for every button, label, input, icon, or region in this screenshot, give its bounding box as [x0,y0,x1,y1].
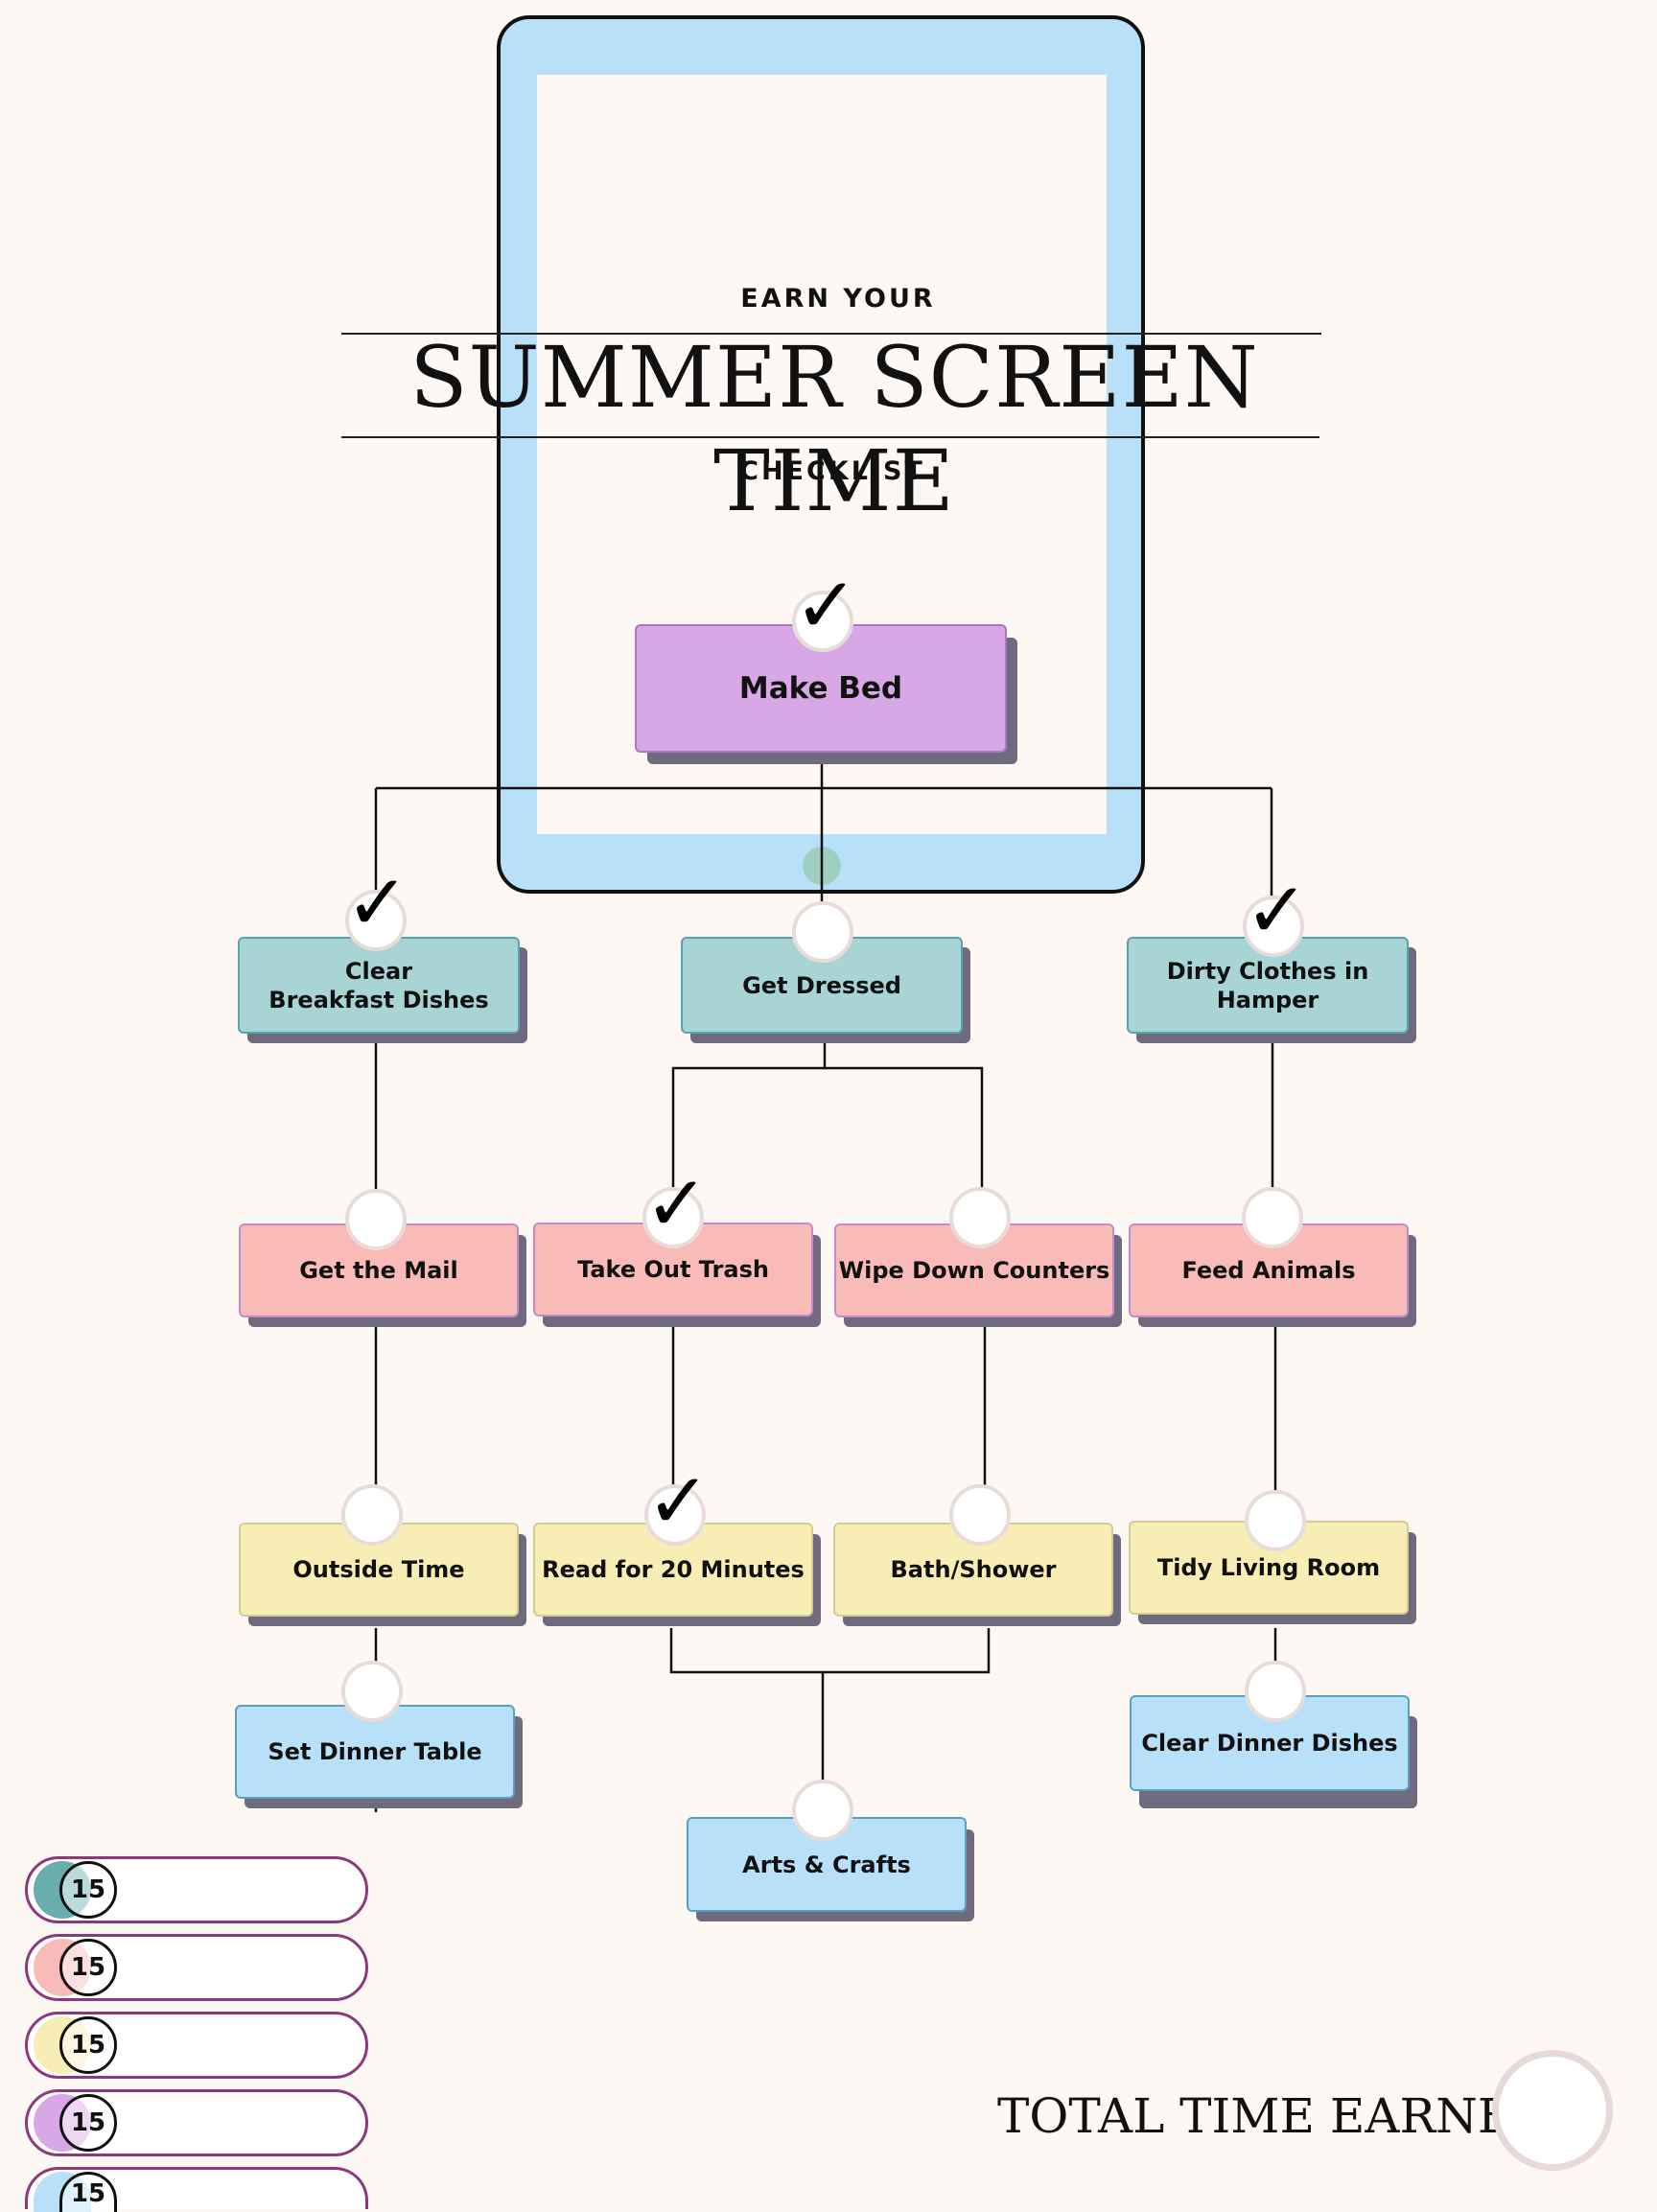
chore-label: Tidy Living Room [1156,1554,1381,1581]
checkbox-read-for-20-minutes[interactable] [644,1484,706,1546]
page-title: SUMMER SCREEN TIME [409,328,1259,530]
timer-icon: 15 [59,1861,117,1919]
checkbox-get-the-mail[interactable] [345,1189,407,1250]
timer-icon: 15 [59,1939,117,1996]
checkbox-clear-breakfast-dishes[interactable] [345,890,407,951]
chore-label: Take Out Trash [577,1256,769,1283]
chore-label: Clear Breakfast Dishes [268,957,489,1013]
checkmark-icon: ✓ [794,561,859,650]
chore-label: Get Dressed [742,971,901,999]
chore-make-bed[interactable]: Make Bed [635,624,1007,753]
title-rule-bottom [341,436,1319,438]
chore-label: Bath/Shower [890,1556,1057,1583]
checkbox-get-dressed[interactable] [792,901,853,963]
checkbox-feed-animals[interactable] [1242,1187,1303,1248]
checkmark-icon: ✓ [644,1159,710,1248]
legend-minutes: 15 [70,1875,106,1904]
chore-label: Feed Animals [1181,1257,1356,1284]
chore-label: Clear Dinner Dishes [1141,1730,1398,1757]
chore-label: Dirty Clothes in Hamper [1166,957,1369,1013]
checkbox-outside-time[interactable] [341,1484,403,1546]
chore-label: Get the Mail [299,1257,458,1284]
checkbox-dirty-clothes-in-hamper[interactable] [1243,896,1304,957]
checkmark-icon: ✓ [345,858,410,947]
timer-icon: 15 [59,2016,117,2074]
legend-yellow: 15 [25,2012,368,2079]
checkbox-bath-shower[interactable] [949,1484,1011,1546]
chore-label: Read for 20 Minutes [542,1556,805,1583]
chore-clear-breakfast-dishes[interactable]: Clear Breakfast Dishes [238,937,520,1034]
checkbox-tidy-living-room[interactable] [1245,1490,1306,1551]
legend-pink: 15 [25,1934,368,2001]
timer-icon: 15 [59,2094,117,2152]
checkmark-icon: ✓ [1245,866,1310,955]
legend-minutes: 15 [70,2178,106,2208]
legend-purple: 15 [25,2089,368,2156]
checkbox-make-bed[interactable] [792,591,853,652]
title-eyebrow: EARN YOUR [740,284,936,314]
title-rule-top [341,333,1321,335]
checkbox-clear-dinner-dishes[interactable] [1245,1661,1306,1722]
total-time-input[interactable] [1492,2050,1613,2171]
checkbox-arts-and-crafts[interactable] [792,1780,853,1841]
chore-label: Arts & Crafts [742,1851,911,1878]
legend-teal: 15 [25,1856,368,1923]
chore-label: Outside Time [292,1556,465,1583]
checkbox-wipe-down-counters[interactable] [949,1187,1011,1248]
timer-icon: 15 [59,2172,117,2212]
checkbox-take-out-trash[interactable] [642,1187,704,1248]
chore-label: Set Dinner Table [268,1738,482,1765]
total-time-label: TOTAL TIME EARNED: [997,2088,1568,2144]
chore-label: Make Bed [738,671,903,706]
legend-blue: 15 [25,2167,368,2212]
legend-minutes: 15 [70,2031,106,2060]
chore-outside-time[interactable]: Outside Time [239,1523,519,1617]
checkbox-set-dinner-table[interactable] [341,1661,403,1722]
legend-minutes: 15 [70,2108,106,2137]
checkmark-icon: ✓ [646,1456,712,1546]
legend-minutes: 15 [70,1953,106,1982]
chore-label: Wipe Down Counters [838,1257,1110,1284]
title-subtitle: CHECKLIST [739,456,925,486]
